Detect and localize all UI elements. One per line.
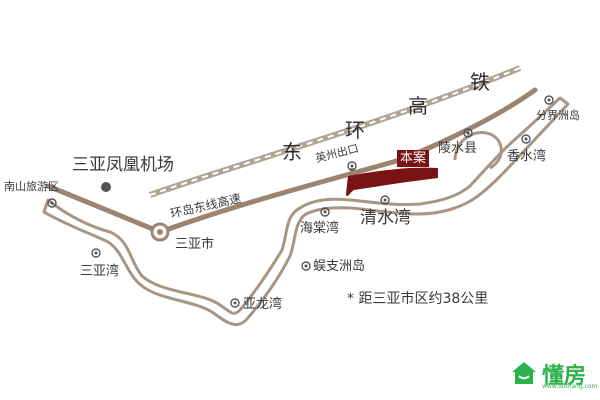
railway-label-char-4: 铁 [470, 70, 490, 94]
house-icon [512, 362, 536, 384]
yalong-bay-marker [230, 298, 240, 308]
yingzhou-exit-marker [347, 161, 357, 171]
lingshui-marker [463, 128, 473, 138]
project-badge: 本案 [397, 150, 430, 167]
fenjiezhou-marker [544, 95, 554, 105]
nanshan-label: 南山旅游区 [4, 180, 59, 193]
qingshui-bay-label: 清水湾 [360, 208, 411, 228]
sanya-city-marker-dot [157, 229, 163, 235]
brand-logo: 懂房 www.doofang.com [510, 358, 597, 392]
airport-marker [101, 182, 111, 192]
railway-label-char-2: 环 [345, 118, 365, 142]
lingshui-coast-ring [453, 131, 503, 170]
haitang-bay-marker [320, 207, 330, 217]
xiangshui-bay-marker [521, 134, 531, 144]
brand-url: www.doofang.com [542, 383, 598, 390]
qingshui-bay-marker [380, 195, 390, 205]
fenjiezhou-label: 分界洲岛 [536, 109, 580, 122]
distance-note: * 距三亚市区约38公里 [347, 291, 489, 307]
xiangshui-bay-label: 香水湾 [507, 149, 547, 164]
railway-label-char-1: 东 [282, 140, 302, 164]
project-site [346, 167, 438, 197]
sanya-bay-marker [91, 248, 101, 258]
sanya-city-label: 三亚市 [175, 237, 215, 252]
sanya-bay-label: 三亚湾 [80, 264, 120, 279]
lingshui-label: 陵水县 [438, 141, 478, 156]
railway-label-char-3: 高 [408, 94, 428, 118]
nanshan-marker [47, 198, 57, 208]
wuzhizhou-marker [301, 261, 311, 271]
wuzhizhou-label: 蜈支洲岛 [313, 259, 366, 274]
yalong-bay-label: 亚龙湾 [243, 297, 283, 312]
brand-name: 懂房 [542, 364, 587, 389]
coastline [42, 96, 570, 326]
railway-line-dashes [149, 67, 521, 196]
haitang-bay-label: 海棠湾 [300, 221, 340, 236]
airport-label: 三亚凤凰机场 [72, 155, 174, 175]
highway-road [45, 87, 538, 235]
